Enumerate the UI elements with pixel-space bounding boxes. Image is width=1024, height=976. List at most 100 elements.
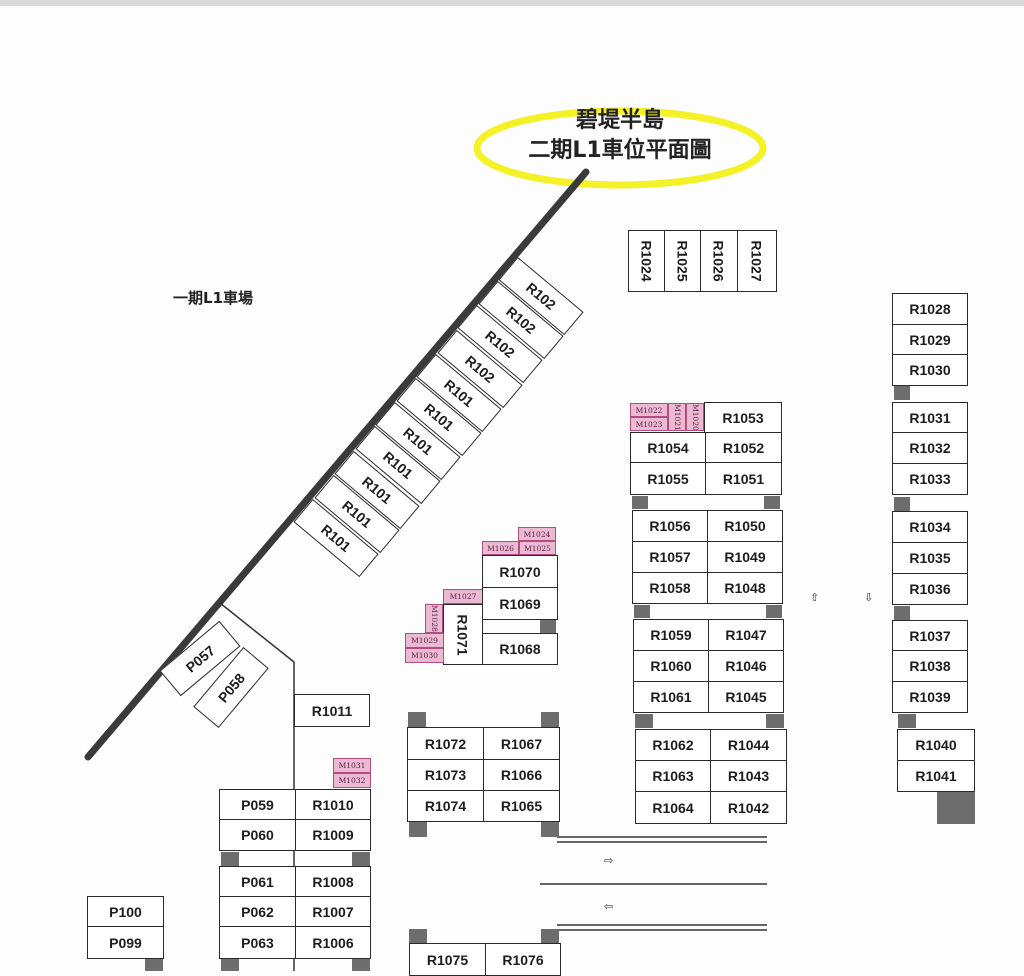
slot-R1062[interactable]: R1062 (635, 729, 711, 761)
slot-R1069[interactable]: R1069 (482, 587, 558, 620)
slot-R1075[interactable]: R1075 (409, 943, 486, 976)
arrow-left-icon: ⇦ (604, 901, 614, 913)
slot-P059[interactable]: P059 (219, 789, 296, 820)
slot-R1024[interactable]: R1024 (628, 230, 665, 292)
slot-R1067[interactable]: R1067 (483, 727, 560, 760)
slot-R1063[interactable]: R1063 (635, 760, 711, 792)
slot-R1074[interactable]: R1074 (407, 790, 484, 822)
column (409, 929, 427, 943)
slot-R1026[interactable]: R1026 (700, 230, 738, 292)
slot-R1050[interactable]: R1050 (707, 510, 783, 542)
slot-R1029[interactable]: R1029 (892, 324, 968, 355)
slot-R1035[interactable]: R1035 (892, 542, 968, 574)
slot-R1072[interactable]: R1072 (407, 727, 484, 760)
column (408, 712, 426, 727)
moto-slot-M1026[interactable]: M1026 (482, 541, 519, 555)
slot-R1041[interactable]: R1041 (897, 760, 975, 792)
slot-R1043[interactable]: R1043 (710, 760, 787, 792)
slot-R1065[interactable]: R1065 (483, 790, 560, 822)
slot-R1053[interactable]: R1053 (704, 402, 782, 433)
moto-slot-M1029[interactable]: M1029 (405, 633, 444, 648)
moto-slot-M1031[interactable]: M1031 (333, 758, 371, 773)
slot-R1025[interactable]: R1025 (664, 230, 701, 292)
slot-R1048[interactable]: R1048 (707, 572, 783, 604)
slot-R1060[interactable]: R1060 (633, 650, 709, 682)
slot-R1046[interactable]: R1046 (708, 650, 784, 682)
slot-P060[interactable]: P060 (219, 819, 296, 851)
slot-R1036[interactable]: R1036 (892, 573, 968, 605)
slot-R1068[interactable]: R1068 (482, 633, 558, 665)
column (634, 605, 650, 618)
column (540, 620, 556, 634)
title-highlight (473, 107, 767, 189)
slot-R1061[interactable]: R1061 (633, 681, 709, 713)
moto-slot-M1020[interactable]: M1020 (686, 403, 704, 431)
slot-R1045[interactable]: R1045 (708, 681, 784, 713)
slot-R1028[interactable]: R1028 (892, 293, 968, 325)
slot-R1040[interactable]: R1040 (897, 729, 975, 761)
slot-R1044[interactable]: R1044 (710, 729, 787, 761)
slot-P100[interactable]: P100 (87, 896, 164, 927)
slot-R1056[interactable]: R1056 (632, 510, 708, 542)
column (766, 714, 784, 728)
moto-slot-M1027[interactable]: M1027 (443, 589, 483, 604)
slot-R1007[interactable]: R1007 (295, 896, 371, 927)
slot-R1055[interactable]: R1055 (630, 462, 706, 495)
slot-P099[interactable]: P099 (87, 926, 164, 959)
slot-R1033[interactable]: R1033 (892, 463, 968, 495)
slot-P063[interactable]: P063 (219, 926, 296, 959)
slot-R1073[interactable]: R1073 (407, 759, 484, 791)
slot-R1034[interactable]: R1034 (892, 511, 968, 543)
slot-R1070[interactable]: R1070 (482, 555, 558, 588)
slot-R1052[interactable]: R1052 (705, 432, 782, 463)
moto-slot-M1021[interactable]: M1021 (668, 403, 686, 431)
slot-R1039[interactable]: R1039 (892, 681, 968, 713)
plan-title: 碧堤半島 二期L1車位平面圖 (490, 106, 750, 166)
moto-slot-M1023[interactable]: M1023 (630, 417, 668, 431)
moto-slot-M1025[interactable]: M1025 (519, 541, 556, 555)
slot-R1054[interactable]: R1054 (630, 432, 706, 463)
slot-R1064[interactable]: R1064 (635, 791, 711, 824)
slot-R1071[interactable]: R1071 (443, 604, 483, 665)
slot-R1059[interactable]: R1059 (633, 619, 709, 651)
slot-R1049[interactable]: R1049 (707, 541, 783, 573)
slot-R1011[interactable]: R1011 (294, 694, 370, 727)
column (632, 496, 648, 509)
slot-P061[interactable]: P061 (219, 866, 296, 897)
slot-R1038[interactable]: R1038 (892, 650, 968, 682)
slot-R1030[interactable]: R1030 (892, 354, 968, 386)
top-border (0, 0, 1024, 6)
moto-slot-M1024[interactable]: M1024 (518, 527, 556, 541)
column (409, 822, 427, 837)
column (221, 852, 239, 866)
plan-title-line1: 碧堤半島 (575, 108, 664, 133)
moto-slot-M1030[interactable]: M1030 (405, 648, 444, 663)
arrow-up-icon: ⇧ (810, 592, 820, 604)
slot-R1009[interactable]: R1009 (295, 819, 371, 851)
slot-R1047[interactable]: R1047 (708, 619, 784, 651)
column (898, 714, 916, 728)
slot-R1037[interactable]: R1037 (892, 620, 968, 651)
moto-slot-M1022[interactable]: M1022 (630, 403, 668, 417)
moto-slot-M1028[interactable]: M1028 (425, 604, 443, 633)
slot-R1031[interactable]: R1031 (892, 402, 968, 433)
column (145, 959, 163, 971)
moto-slot-M1032[interactable]: M1032 (333, 773, 371, 788)
slot-R1058[interactable]: R1058 (632, 572, 708, 604)
slot-R1042[interactable]: R1042 (710, 791, 787, 824)
slot-R1057[interactable]: R1057 (632, 541, 708, 573)
slot-R1051[interactable]: R1051 (705, 462, 782, 495)
slot-R1008[interactable]: R1008 (295, 866, 371, 897)
column (937, 792, 975, 824)
slot-R1076[interactable]: R1076 (485, 943, 561, 976)
slot-R1027[interactable]: R1027 (737, 230, 777, 292)
slot-R1032[interactable]: R1032 (892, 432, 968, 464)
slot-R1006[interactable]: R1006 (295, 926, 371, 959)
slot-P062[interactable]: P062 (219, 896, 296, 927)
column (541, 822, 559, 837)
column (635, 714, 653, 728)
arrow-down-icon: ⇩ (864, 592, 874, 604)
slot-R1066[interactable]: R1066 (483, 759, 560, 791)
slot-R1010[interactable]: R1010 (295, 789, 371, 820)
column (894, 386, 910, 400)
